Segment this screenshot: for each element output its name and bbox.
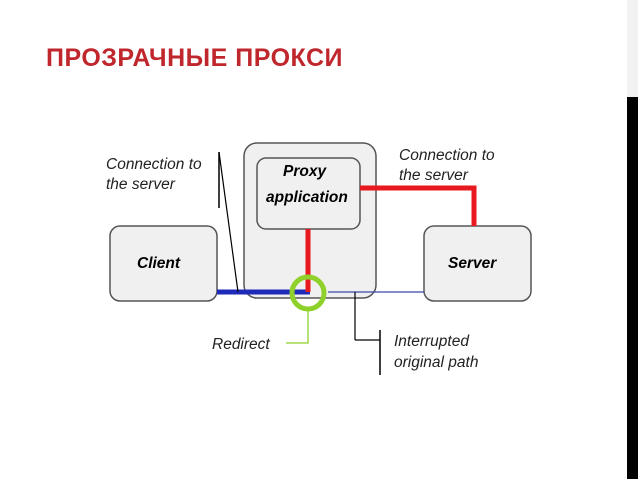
client-label: Client — [137, 255, 181, 272]
edge-bar-dark — [627, 97, 638, 479]
client-box — [109, 225, 218, 302]
conn-left-label-line1: Connection to — [106, 156, 202, 173]
interrupted-label-line1: Interrupted — [394, 333, 470, 350]
server-box — [423, 225, 532, 302]
edge-bar-light — [627, 0, 638, 97]
redirect-pointer — [286, 310, 309, 344]
conn-right-label-line1: Connection to — [399, 147, 495, 164]
proxy-label-line1: Proxy — [283, 163, 327, 180]
interrupted-label-line2: original path — [394, 354, 478, 371]
redirect-marker — [289, 274, 327, 312]
proxy-to-server-path — [360, 185, 477, 226]
slide-edge-bar — [627, 0, 638, 479]
redirect-label: Redirect — [212, 336, 270, 353]
conn-left-pointer — [218, 151, 239, 293]
conn-right-label-line2: the server — [399, 167, 469, 184]
server-label: Server — [448, 255, 497, 272]
proxy-label-line2: application — [266, 189, 348, 206]
conn-left-label-line2: the server — [106, 176, 176, 193]
slide-title: ПРОЗРАЧНЫЕ ПРОКСИ — [46, 44, 343, 72]
